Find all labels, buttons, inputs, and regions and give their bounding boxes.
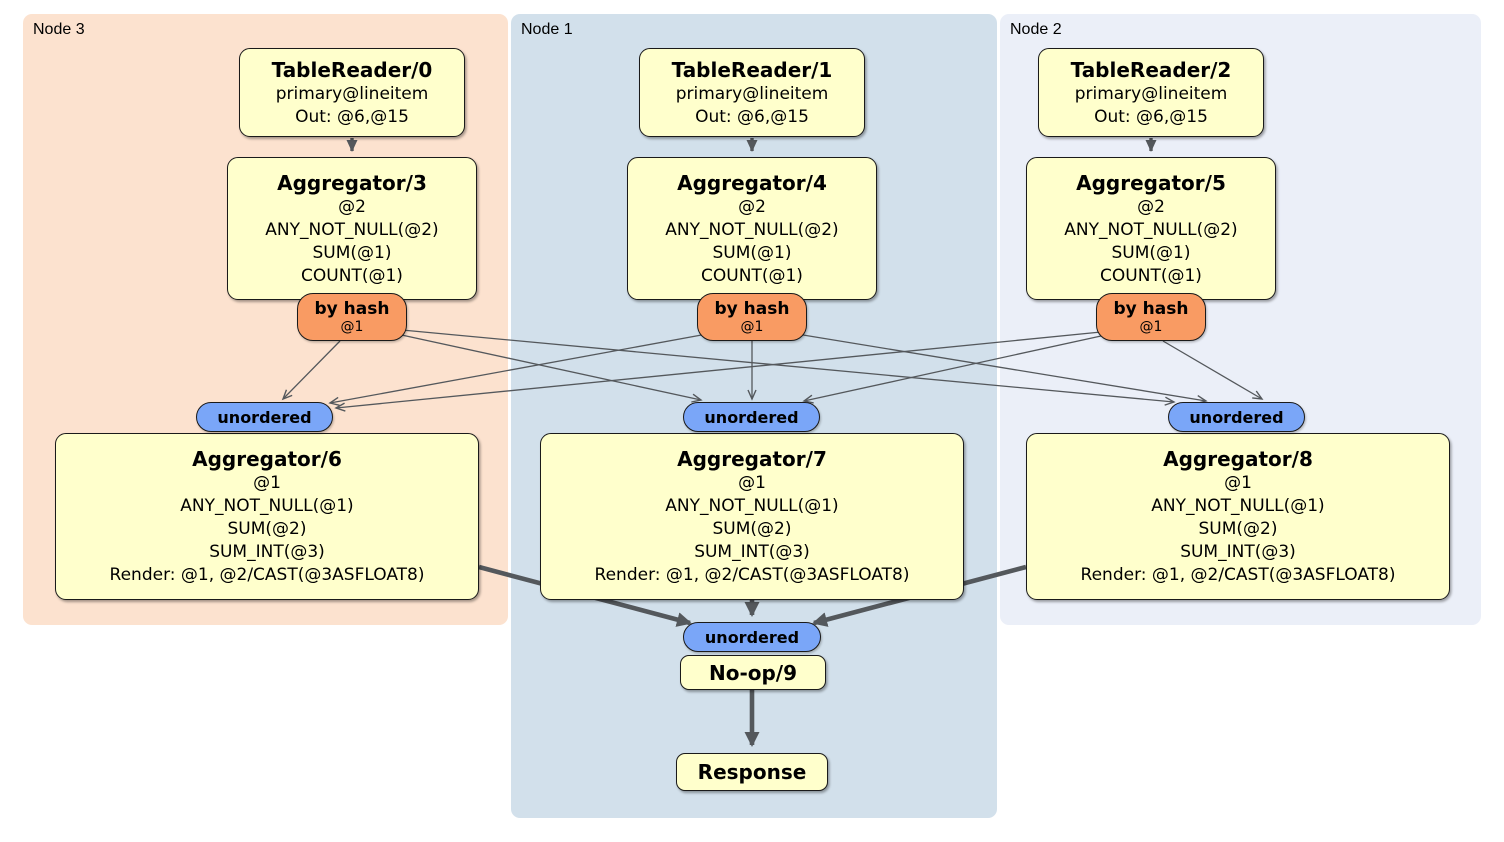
router-columns: @1 [740,319,764,335]
edge-hash4-un8 [796,333,1208,405]
processor-detail: @2 [338,196,366,217]
processor-detail: ANY_NOT_NULL(@2) [265,219,439,240]
processor-detail: primary@lineitem [1074,83,1228,104]
sync-unordered-node3: unordered [196,402,333,432]
node-label-2: Node 2 [1010,21,1062,38]
router-label: by hash [1113,299,1189,319]
router-by-hash-node2: by hash @1 [1096,293,1206,341]
processor-detail: @1 [1224,473,1252,493]
processor-title: Aggregator/4 [677,170,827,195]
edge-hash5-un7 [802,335,1102,404]
processor-detail: SUM(@2) [712,519,792,539]
processor-detail: COUNT(@1) [1100,265,1202,286]
processor-detail: primary@lineitem [675,83,829,104]
processor-detail: Render: @1, @2/CAST(@3ASFLOAT8) [594,565,910,585]
processor-detail: SUM(@1) [1111,242,1191,263]
processor-detail: SUM(@1) [712,242,792,263]
processor-detail: SUM(@2) [1198,519,1278,539]
router-columns: @1 [1139,319,1163,335]
processor-detail: primary@lineitem [275,83,429,104]
edge-hash3-un7 [396,333,703,403]
processor-detail: Render: @1, @2/CAST(@3ASFLOAT8) [109,565,425,585]
node-label-1: Node 1 [521,21,573,38]
processor-detail: @2 [1137,196,1165,217]
router-columns: @1 [340,319,364,335]
processor-detail: Out: @6,@15 [1094,106,1208,127]
processor-detail: ANY_NOT_NULL(@1) [180,496,354,516]
processor-detail: SUM(@2) [227,519,307,539]
sync-unordered-node2: unordered [1168,402,1305,432]
processor-title: No-op/9 [708,660,798,685]
processor-aggregator-4: Aggregator/4 @2 ANY_NOT_NULL(@2) SUM(@1)… [627,157,877,300]
processor-title: Aggregator/7 [677,447,827,471]
edge-hash3-un8 [401,329,1176,406]
processor-tablereader-1: TableReader/1 primary@lineitem Out: @6,@… [639,48,865,137]
processor-title: Aggregator/8 [1163,447,1313,471]
processor-detail: ANY_NOT_NULL(@1) [1151,496,1325,516]
edge-hash4-un6 [328,333,708,406]
processor-aggregator-5: Aggregator/5 @2 ANY_NOT_NULL(@2) SUM(@1)… [1026,157,1276,300]
sync-unordered-final: unordered [683,622,821,652]
processor-detail: ANY_NOT_NULL(@1) [665,496,839,516]
processor-aggregator-8: Aggregator/8 @1 ANY_NOT_NULL(@1) SUM(@2)… [1026,433,1450,600]
processor-aggregator-7: Aggregator/7 @1 ANY_NOT_NULL(@1) SUM(@2)… [540,433,964,600]
router-by-hash-node3: by hash @1 [297,293,407,341]
processor-detail: Out: @6,@15 [695,106,809,127]
processor-detail: COUNT(@1) [301,265,403,286]
processor-title: Aggregator/5 [1076,170,1226,195]
processor-detail: COUNT(@1) [701,265,803,286]
processor-noop-9: No-op/9 [680,655,826,690]
processor-tablereader-2: TableReader/2 primary@lineitem Out: @6,@… [1038,48,1264,137]
processor-title: TableReader/1 [671,57,833,82]
processor-aggregator-6: Aggregator/6 @1 ANY_NOT_NULL(@1) SUM(@2)… [55,433,479,600]
processor-detail: Out: @6,@15 [295,106,409,127]
processor-title: Aggregator/6 [192,447,342,471]
processor-detail: @2 [738,196,766,217]
processor-title: TableReader/0 [271,57,433,82]
processor-title: TableReader/2 [1070,57,1232,82]
processor-detail: @1 [253,473,281,493]
processor-title: Response [697,760,807,784]
edge-hash5-un8 [1162,340,1264,400]
processor-detail: @1 [738,473,766,493]
processor-detail: ANY_NOT_NULL(@2) [665,219,839,240]
processor-detail: Render: @1, @2/CAST(@3ASFLOAT8) [1080,565,1396,585]
processor-detail: SUM_INT(@3) [694,542,810,562]
sync-unordered-node1: unordered [683,402,820,432]
processor-aggregator-3: Aggregator/3 @2 ANY_NOT_NULL(@2) SUM(@1)… [227,157,477,300]
edge-hash3-un6 [281,340,341,401]
processor-detail: SUM(@1) [312,242,392,263]
processor-response: Response [676,753,828,791]
node-label-3: Node 3 [33,21,85,38]
router-label: by hash [714,299,790,319]
processor-detail: SUM_INT(@3) [1180,542,1296,562]
processor-detail: ANY_NOT_NULL(@2) [1064,219,1238,240]
processor-title: Aggregator/3 [277,170,427,195]
router-by-hash-node1: by hash @1 [697,293,807,341]
processor-tablereader-0: TableReader/0 primary@lineitem Out: @6,@… [239,48,465,137]
edge-hash5-un6 [334,331,1102,412]
processor-detail: SUM_INT(@3) [209,542,325,562]
router-label: by hash [314,299,390,319]
